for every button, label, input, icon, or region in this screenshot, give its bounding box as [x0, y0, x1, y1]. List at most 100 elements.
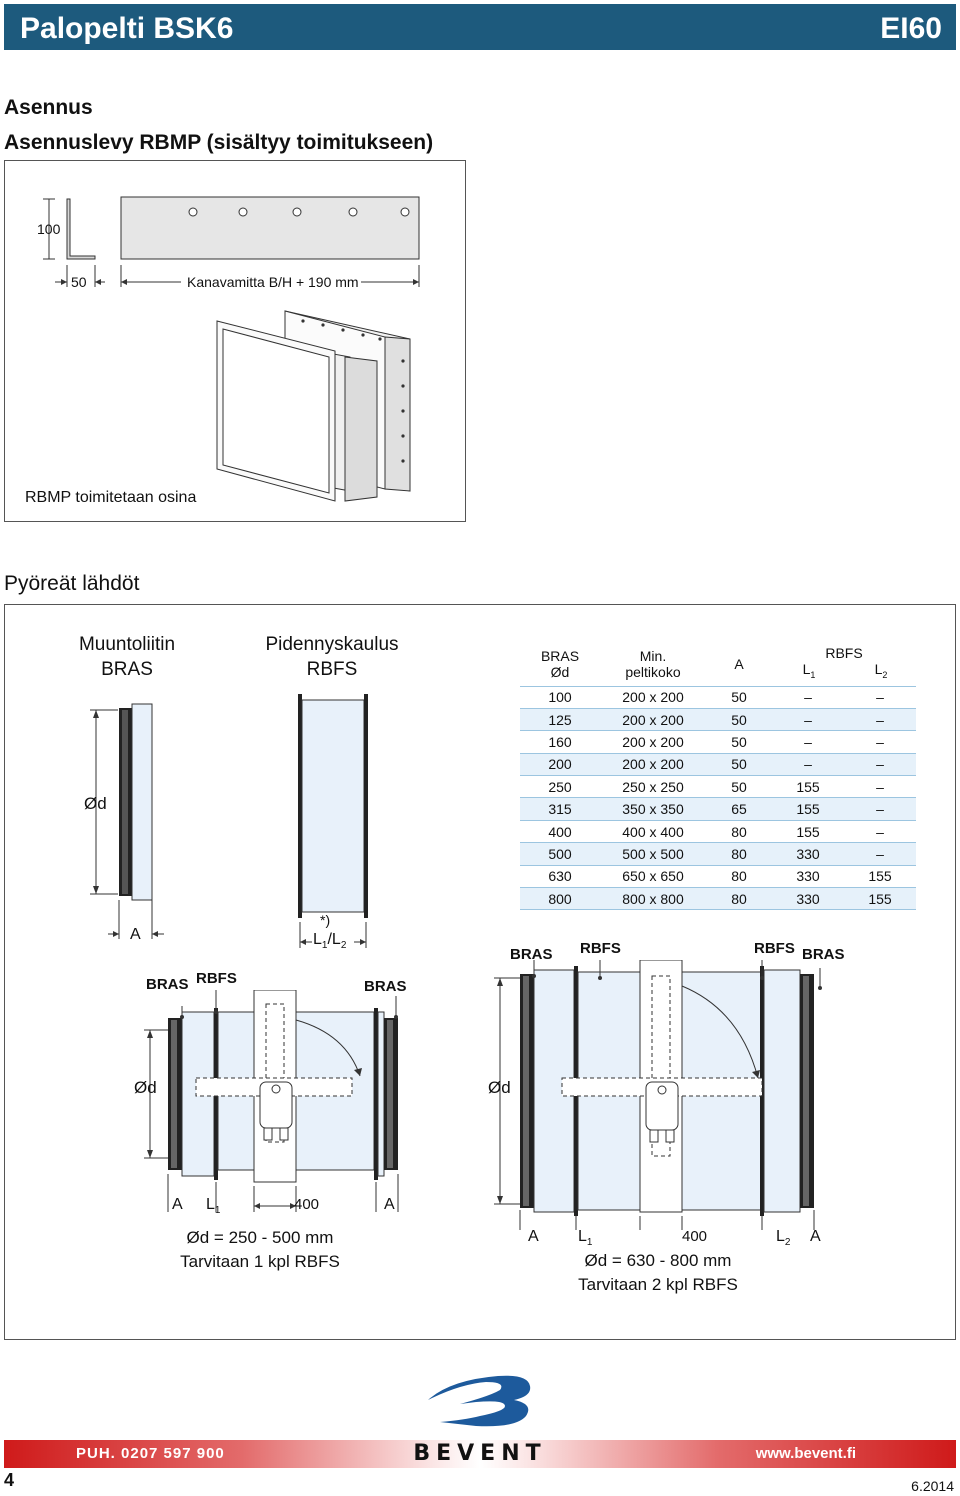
footer-phone: PUH. 0207 597 900 — [76, 1445, 225, 1462]
l1-sub: 1 — [810, 669, 816, 680]
cell-a: 50 — [706, 730, 772, 754]
cell-a: 80 — [706, 842, 772, 866]
slash-l: /L — [327, 931, 341, 948]
diagram-diameter-label-large: Ød — [488, 1078, 511, 1097]
cell-l2: 155 — [844, 865, 916, 889]
l2-letter: L — [776, 1228, 785, 1245]
dimension-flange-width: 50 — [71, 274, 87, 290]
header-peltikoko: peltikoko — [625, 663, 681, 680]
l1-subscript: 1 — [214, 1205, 221, 1217]
dimension-400-label-large: 400 — [682, 1228, 708, 1245]
cell-od: 160 — [520, 730, 600, 754]
diameter-label: Ød — [84, 794, 107, 813]
bras-right-label-large: BRAS — [802, 946, 845, 963]
rbmp-caption: RBMP toimitetaan osina — [25, 489, 197, 506]
cell-sheet: 400 x 400 — [600, 820, 706, 844]
bras-left-label-large: BRAS — [510, 946, 553, 963]
cell-l2: – — [844, 708, 916, 732]
a-left-label: A — [172, 1196, 183, 1213]
cell-l1: 155 — [772, 775, 844, 799]
a-left-label-large: A — [528, 1228, 539, 1245]
cell-a: 50 — [706, 775, 772, 799]
bras-left-label: BRAS — [146, 976, 189, 993]
cell-a: 80 — [706, 820, 772, 844]
a-right-label-large: A — [810, 1228, 821, 1245]
page-number: 4 — [4, 1470, 15, 1490]
cell-od: 630 — [520, 865, 600, 889]
cell-sheet: 200 x 200 — [600, 686, 706, 709]
rbfs-label: RBFS — [196, 970, 237, 987]
fire-rating-code: EI60 — [880, 12, 942, 45]
cell-sheet: 200 x 200 — [600, 730, 706, 754]
header-a: A — [706, 642, 772, 687]
cell-a: 80 — [706, 865, 772, 889]
footer-website-link[interactable]: www.bevent.fi — [755, 1445, 856, 1462]
l1-label: L1 — [206, 1196, 220, 1216]
cell-l1: – — [772, 708, 844, 732]
footer-bar: PUH. 0207 597 900 www.bevent.fi — [4, 1440, 956, 1468]
l2-subscript: 2 — [784, 1237, 791, 1249]
header-l2: L2 — [846, 661, 916, 683]
l1-label-large: L1 — [578, 1228, 592, 1248]
assembly-diagram-large — [494, 960, 822, 1230]
bevent-logo-mark — [428, 1375, 531, 1427]
l2-label-large: L2 — [776, 1228, 790, 1248]
pidennyskaulus-code: RBFS — [306, 659, 358, 680]
l1-letter: L — [802, 660, 811, 677]
section-heading-round-outlets: Pyöreät lähdöt — [4, 572, 140, 595]
cell-l2: 155 — [844, 887, 916, 911]
l1-subscript: 1 — [321, 940, 328, 952]
rbfs-quantity-caption-large: Tarvitaan 2 kpl RBFS — [578, 1275, 738, 1294]
cell-l2: – — [844, 753, 916, 777]
header-od: Ød — [550, 663, 570, 680]
cell-a: 50 — [706, 708, 772, 732]
l1-l2-dimension-label: L1/L2 — [313, 931, 346, 951]
header-bras: BRAS — [540, 647, 580, 664]
cell-sheet: 250 x 250 — [600, 775, 706, 799]
cell-od: 315 — [520, 797, 600, 821]
cell-sheet: 500 x 500 — [600, 842, 706, 866]
pidennyskaulus-title: Pidennyskaulus — [265, 634, 399, 655]
cell-sheet: 200 x 200 — [600, 708, 706, 732]
a-dimension-label: A — [130, 926, 141, 943]
section-subheading-rbmp: Asennuslevy RBMP (sisältyy toimitukseen) — [4, 131, 434, 154]
cell-sheet: 350 x 350 — [600, 797, 706, 821]
header-min-sheet: Min.peltikoko — [600, 642, 706, 687]
dimension-400-label: 400 — [294, 1196, 320, 1213]
muuntoliitin-code: BRAS — [101, 659, 153, 680]
cell-l1: 155 — [772, 797, 844, 821]
cell-od: 200 — [520, 753, 600, 777]
footnote-star: *) — [320, 912, 331, 928]
cell-od: 100 — [520, 686, 600, 709]
rbfs-left-label-large: RBFS — [580, 940, 621, 957]
header-l1: L1 — [772, 661, 846, 683]
section-heading-asennus: Asennus — [4, 96, 93, 119]
outlet-parts-drawing — [90, 694, 368, 948]
cell-a: 65 — [706, 797, 772, 821]
diameter-range-caption-large: Ød = 630 - 800 mm — [584, 1251, 732, 1270]
a-right-label: A — [384, 1196, 395, 1213]
l1-letter: L — [578, 1228, 587, 1245]
l2-sub: 2 — [882, 669, 888, 680]
cell-l2: – — [844, 775, 916, 799]
cell-a: 50 — [706, 686, 772, 709]
page-header: Palopelti BSK6 EI60 — [4, 4, 956, 50]
cell-sheet: 200 x 200 — [600, 753, 706, 777]
cell-od: 125 — [520, 708, 600, 732]
cell-l2: – — [844, 842, 916, 866]
cell-od: 250 — [520, 775, 600, 799]
rbmp-figure-box: 100 50 Kanavamitta B/H + 190 mm RBMP toi… — [4, 160, 466, 522]
l1-subscript: 1 — [586, 1237, 593, 1249]
